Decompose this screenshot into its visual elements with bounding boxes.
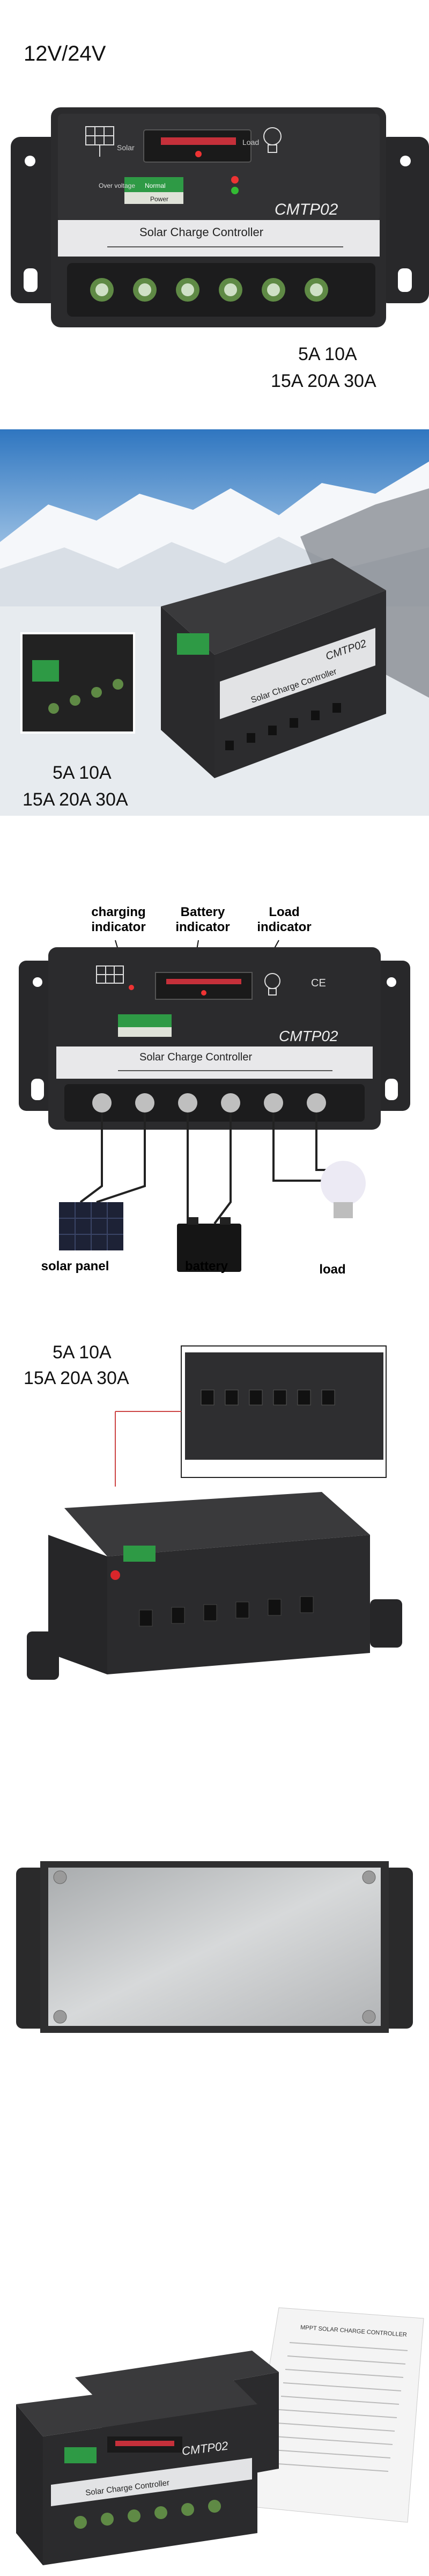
brand-text: CMTP02 <box>279 1028 338 1044</box>
charge-controller-front-image: Solar Load Over voltage Normal Power CMT… <box>11 107 429 327</box>
wiring-diagram-panel: charging indicator Battery indicator Loa… <box>0 880 429 1320</box>
mountain-scene-image: Solar Charge Controller CMTP02 <box>0 429 429 816</box>
rating-line-2: 15A 20A 30A <box>271 371 376 391</box>
product-panel-front: 12V/24V Solar Load O <box>0 0 429 397</box>
over-voltage-text: Over voltage <box>99 182 135 189</box>
back-view-panel <box>0 1814 429 2082</box>
solar-panel-label: solar panel <box>41 1259 109 1274</box>
terminal-closeup-panel: 5A 10A 15A 20A 30A <box>0 1331 429 1707</box>
power-text: Power <box>150 195 168 203</box>
rating-line-2: 15A 20A 30A <box>24 1368 129 1388</box>
rating-line-1: 5A 10A <box>53 763 112 783</box>
load-text: Load <box>242 138 259 147</box>
device-title-text: Solar Charge Controller <box>139 225 263 239</box>
ce-mark: CE <box>311 977 326 989</box>
battery-indicator-label: Battery indicator <box>175 905 230 934</box>
rating-line-1: 5A 10A <box>53 1342 112 1363</box>
rating-line-1: 5A 10A <box>298 344 357 364</box>
brand-text: CMTP02 <box>275 201 338 218</box>
package-contents-panel: MPPT SOLAR CHARGE CONTROLLER Solar Charg… <box>0 2243 429 2576</box>
device-with-manual-image: MPPT SOLAR CHARGE CONTROLLER Solar Charg… <box>16 2307 424 2565</box>
back-plate-image <box>16 1861 413 2033</box>
device-title-text: Solar Charge Controller <box>139 1051 252 1063</box>
charging-indicator-label: charging indicator <box>91 905 146 934</box>
terminal-closeup-image <box>27 1345 402 1680</box>
solar-text: Solar <box>117 143 135 152</box>
load-label: load <box>319 1262 346 1277</box>
product-panel-mountain: Solar Charge Controller CMTP02 5A 10A 15… <box>0 429 429 869</box>
voltage-label: 12V/24V <box>24 42 106 65</box>
battery-label: battery <box>184 1259 228 1274</box>
normal-text: Normal <box>145 182 166 189</box>
wiring-diagram-image: CE CMTP02 Solar Charge Controller <box>19 940 410 1272</box>
load-indicator-label: Load indicator <box>257 905 312 934</box>
rating-line-2: 15A 20A 30A <box>23 789 128 810</box>
